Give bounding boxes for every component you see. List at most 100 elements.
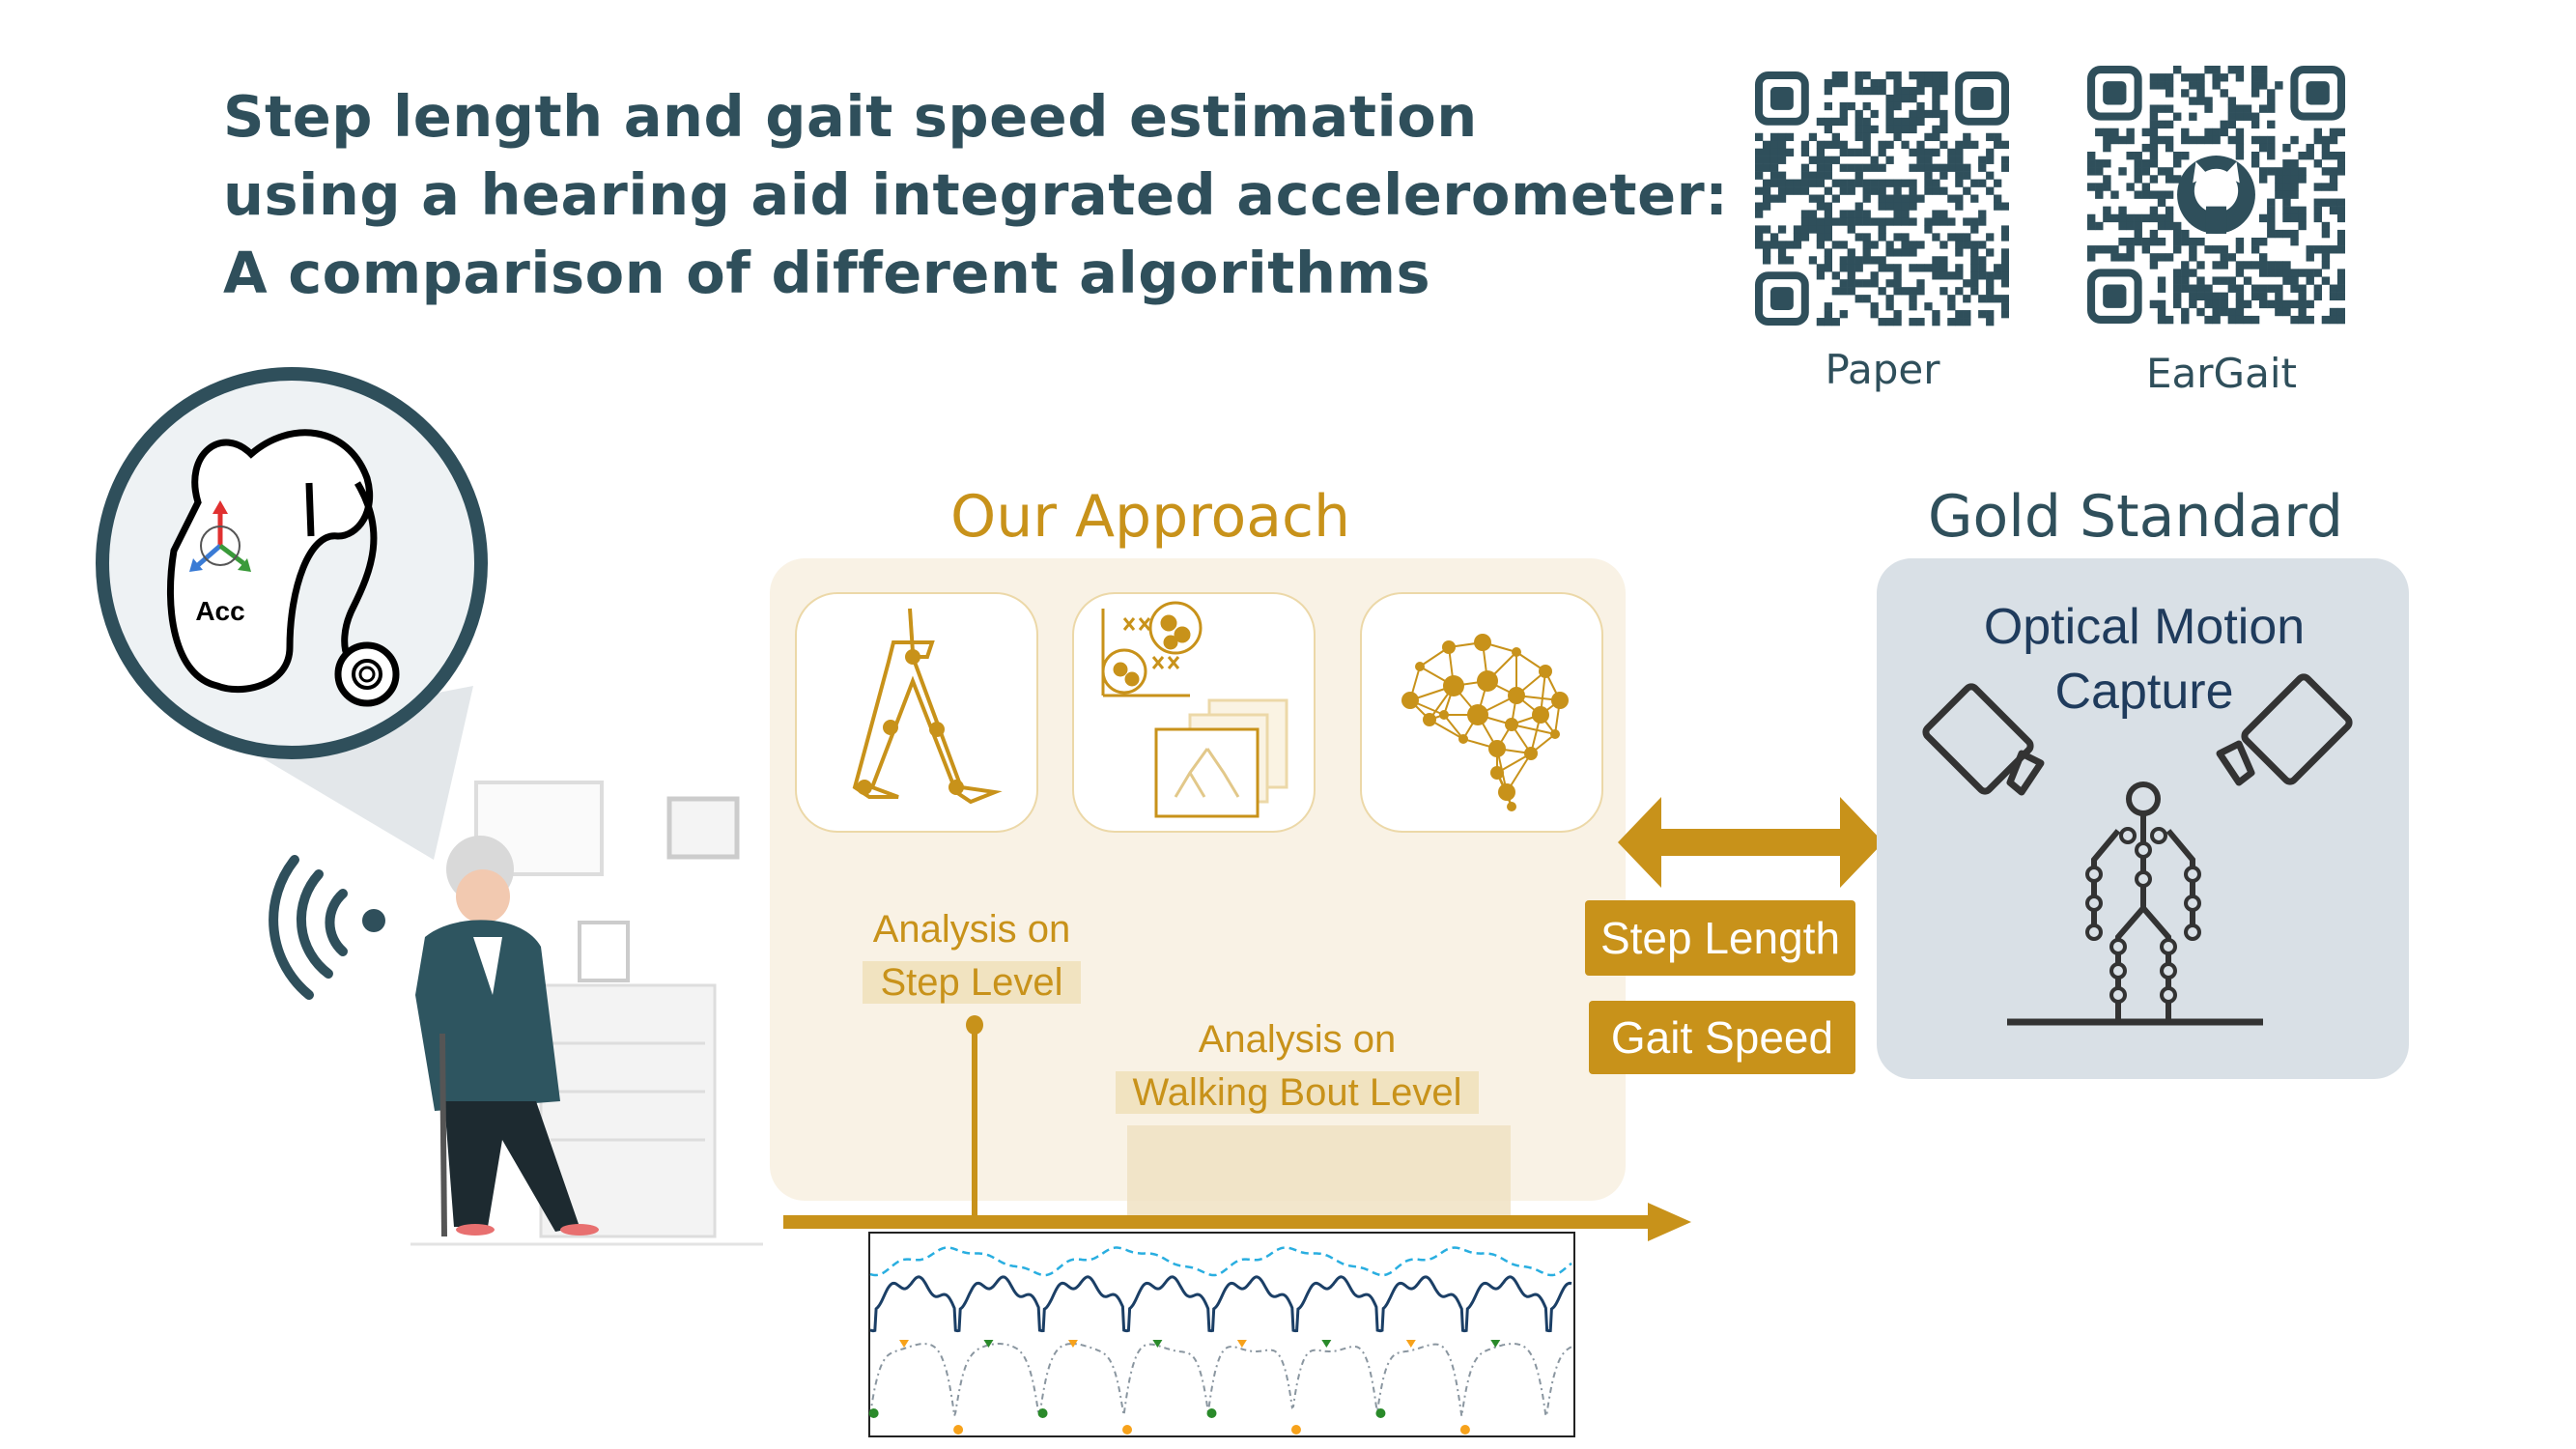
step-event-marker	[1405, 1340, 1416, 1348]
mocap-marker	[2184, 923, 2201, 941]
scene-illustration: Acc	[96, 367, 763, 1246]
neural-network-brain-icon	[1401, 634, 1569, 811]
paper-qr-label: Paper	[1825, 346, 1940, 393]
mocap-marker	[2135, 841, 2152, 859]
step-marker-stem	[972, 1026, 977, 1222]
network-node	[1505, 718, 1518, 731]
mocap-marker	[2109, 986, 2127, 1004]
step-level-line-1: Analysis on	[872, 908, 1071, 951]
step-event-marker	[953, 1425, 964, 1435]
accelerometer-axes-icon	[189, 500, 251, 572]
comparison-double-arrow	[1618, 797, 1883, 888]
step-event-marker	[1236, 1340, 1247, 1348]
accelerometer-signal-plot	[868, 1232, 1575, 1437]
step-event-marker	[983, 1340, 994, 1348]
step-event-marker	[1459, 1425, 1470, 1435]
optical-motion-capture-label: Optical Motion Capture	[1903, 595, 2386, 724]
step-event-marker	[1122, 1425, 1133, 1435]
network-node	[1401, 692, 1419, 709]
network-node	[1415, 662, 1425, 671]
wireless-signal-icon	[269, 855, 385, 1000]
mocap-marker	[2109, 938, 2127, 955]
eargait-qr-label: EarGait	[2146, 350, 2297, 397]
network-node	[1551, 692, 1569, 709]
network-node	[1442, 640, 1456, 654]
network-node	[1550, 729, 1560, 739]
signal-trace-1	[869, 1246, 1572, 1277]
step-length-output: Step Length	[1585, 900, 1855, 976]
network-node	[1439, 710, 1449, 720]
network-node	[1458, 734, 1468, 744]
network-node	[1474, 634, 1491, 651]
method-line-1: Optical Motion	[1983, 599, 2306, 655]
mocap-marker	[2135, 870, 2152, 888]
card-deep-learning	[1360, 592, 1603, 833]
title-line-2: using a hearing aid integrated accelerom…	[223, 161, 1729, 228]
camera-left-icon	[1922, 683, 2045, 796]
network-node	[1512, 647, 1521, 657]
step-event-marker	[1037, 1408, 1048, 1418]
network-node	[1490, 766, 1504, 780]
step-event-marker	[1290, 1425, 1301, 1435]
network-node	[1467, 704, 1488, 725]
motion-capture-illustration	[1922, 673, 2353, 1026]
mocap-marker	[2160, 938, 2177, 955]
network-node	[1524, 747, 1538, 760]
network-node	[1539, 665, 1552, 678]
hearing-aid-icon	[166, 429, 400, 707]
paper-qr-code[interactable]	[1755, 71, 2009, 328]
mocap-marker	[2150, 827, 2167, 844]
github-icon	[2177, 156, 2255, 234]
clustering-decision-tree-icon	[1101, 601, 1288, 818]
gold-standard-heading: Gold Standard	[1928, 483, 2343, 551]
time-axis-arrow	[783, 1203, 1691, 1241]
bout-level-line-1: Analysis on	[1198, 1018, 1397, 1061]
title-line-3: A comparison of different algorithms	[223, 240, 1431, 306]
elderly-woman-illustration	[415, 836, 599, 1237]
mocap-marker	[2160, 986, 2177, 1004]
network-node	[1423, 713, 1436, 726]
step-event-marker	[1490, 1340, 1501, 1348]
step-event-marker	[1321, 1340, 1332, 1348]
mocap-marker	[2085, 895, 2103, 912]
gait-speed-output: Gait Speed	[1589, 1001, 1855, 1074]
poster-title: Step length and gait speed estimation us…	[223, 77, 1728, 312]
network-node	[1477, 670, 1498, 692]
mocap-marker	[2109, 962, 2127, 980]
signal-trace-3	[869, 1343, 1572, 1418]
step-event-marker	[1206, 1408, 1217, 1418]
card-step-detection	[795, 592, 1038, 833]
skeleton-marker-figure-icon	[2007, 781, 2263, 1026]
step-event-marker	[1152, 1340, 1163, 1348]
acc-label: Acc	[195, 596, 244, 626]
card-machine-learning	[1072, 592, 1316, 833]
network-node	[1498, 783, 1515, 801]
eargait-qr-code[interactable]	[2087, 66, 2345, 325]
step-event-marker	[868, 1408, 879, 1418]
step-event-marker	[1375, 1408, 1386, 1418]
bout-level-label: Analysis on Walking Bout Level	[1104, 1013, 1490, 1120]
walking-skeleton-icon	[852, 608, 1003, 805]
walking-bout-window	[1127, 1125, 1511, 1222]
network-node	[1443, 675, 1464, 696]
mocap-marker	[2160, 962, 2177, 980]
step-level-label: Analysis on Step Level	[850, 903, 1093, 1009]
network-node	[1508, 687, 1525, 704]
network-node	[1507, 802, 1516, 811]
mocap-marker	[2085, 866, 2103, 883]
method-line-2: Capture	[2054, 664, 2234, 720]
step-level-line-2: Step Level	[863, 961, 1081, 1004]
approach-heading: Our Approach	[950, 483, 1351, 551]
bout-level-line-2: Walking Bout Level	[1115, 1071, 1480, 1114]
mocap-marker	[2119, 827, 2137, 844]
mocap-marker	[2184, 866, 2201, 883]
network-node	[1488, 740, 1506, 757]
step-marker-dot	[966, 1015, 983, 1035]
mocap-marker	[2085, 923, 2103, 941]
signal-trace-2	[869, 1275, 1572, 1333]
step-event-marker	[1067, 1340, 1078, 1348]
network-node	[1532, 706, 1549, 724]
step-event-marker	[898, 1340, 909, 1348]
mocap-marker	[2184, 895, 2201, 912]
title-line-1: Step length and gait speed estimation	[223, 83, 1478, 150]
